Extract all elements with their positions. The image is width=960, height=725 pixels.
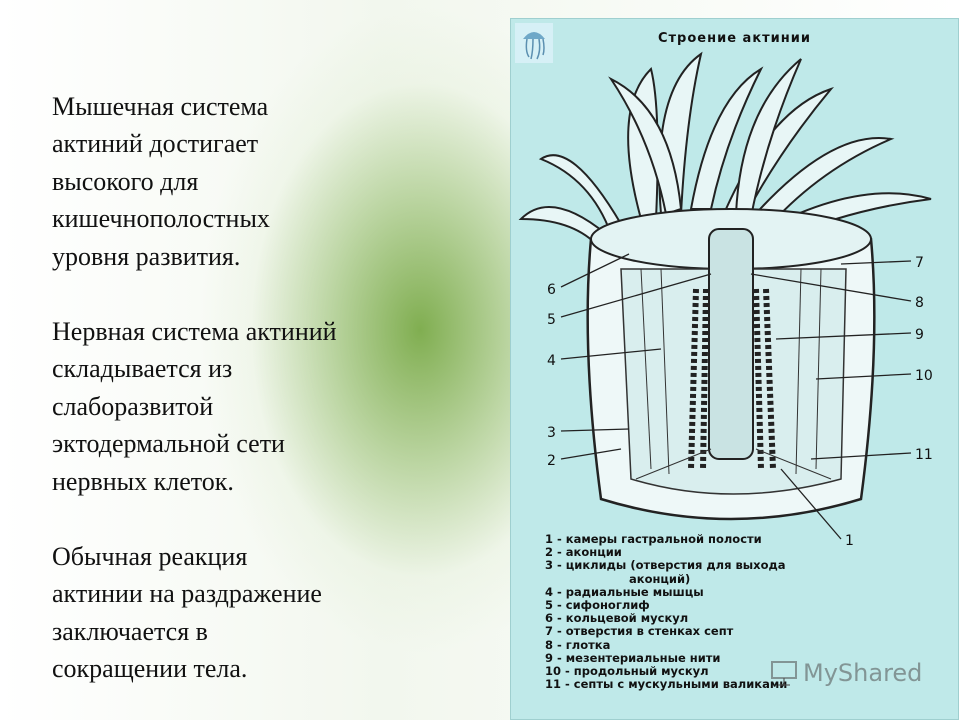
tentacles	[518, 51, 932, 246]
paragraph-reaction: Обычная реакция актинии на раздражение з…	[52, 541, 322, 684]
label-6: 6	[547, 282, 556, 298]
label-1: 1	[845, 533, 854, 549]
label-8: 8	[915, 295, 924, 311]
sea-anemone-figure: Строение актинии	[510, 18, 959, 720]
watermark-text: MyShared	[803, 659, 923, 687]
legend-item: 5 - сифоноглиф	[545, 598, 650, 613]
legend-item: 11 - септы с мускульными валиками	[545, 677, 788, 692]
label-2: 2	[547, 453, 556, 469]
label-4: 4	[547, 353, 556, 369]
watermark: MyShared	[769, 655, 922, 691]
legend-item: 1 - камеры гастральной полости	[545, 532, 762, 546]
legend-item: аконций)	[629, 571, 691, 586]
label-10: 10	[915, 368, 933, 384]
figure-legend: 1 - камеры гастральной полости 2 - аконц…	[545, 532, 955, 692]
anemone-diagram: 6 5 4 3 2 7 8 9 10 11 1	[518, 51, 933, 549]
label-11: 11	[915, 447, 933, 463]
legend-item: 8 - глотка	[545, 637, 611, 652]
figure-title: Строение актинии	[657, 31, 811, 46]
label-5: 5	[547, 312, 556, 328]
legend-item: 6 - кольцевой мускул	[545, 611, 689, 626]
legend-item: 10 - продольный мускул	[545, 664, 709, 679]
figure-labels: 6 5 4 3 2 7 8 9 10 11 1	[547, 255, 933, 549]
jellyfish-logo-icon	[515, 23, 553, 63]
label-3: 3	[547, 425, 556, 441]
paragraph-muscle-system: Мышечная система актиний достигает высок…	[52, 91, 270, 271]
body-text: Мышечная система актиний достигает высок…	[52, 50, 472, 725]
legend-item: 4 - радиальные мышцы	[545, 584, 704, 599]
legend-item: 2 - аконции	[545, 545, 622, 560]
pharynx	[708, 228, 754, 460]
label-7: 7	[915, 255, 924, 271]
legend-item: 3 - циклиды (отверстия для выхода	[545, 558, 786, 573]
legend-item: 7 - отверстия в стенках септ	[545, 624, 734, 639]
label-9: 9	[915, 327, 924, 343]
presentation-icon	[771, 661, 797, 686]
legend-item: 9 - мезентериальные нити	[545, 650, 721, 665]
paragraph-nervous-system: Нервная система актиний складывается из …	[52, 316, 337, 496]
